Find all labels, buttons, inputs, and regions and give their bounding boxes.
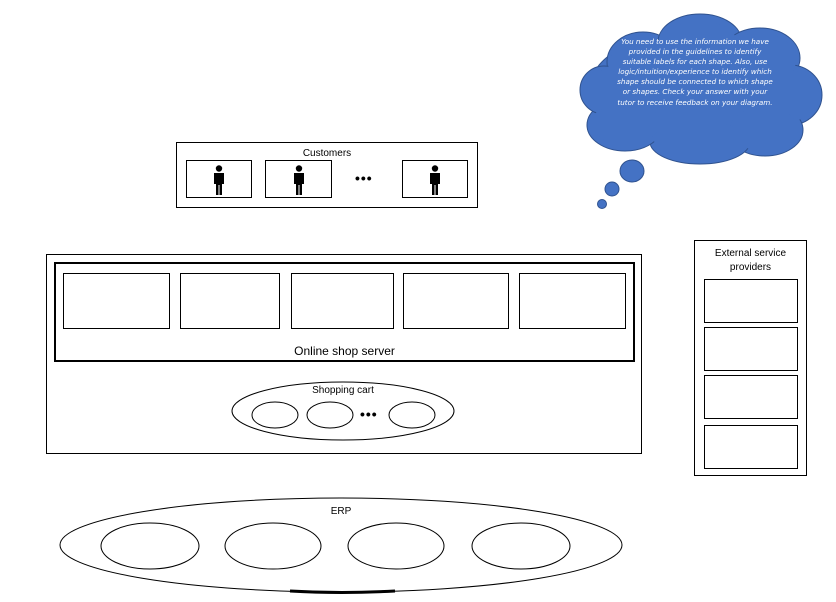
cart-ellipsis: •••	[360, 406, 378, 422]
customer-slot	[402, 160, 468, 198]
customers-ellipsis: •••	[355, 170, 373, 186]
external-providers-label-line2: providers	[729, 262, 772, 273]
shopping-cart-label: Shopping cart	[312, 385, 374, 396]
external-provider-slot	[704, 279, 798, 323]
person-icon	[430, 165, 440, 195]
erp-label: ERP	[330, 506, 352, 517]
person-icon	[214, 165, 224, 195]
server-slot	[291, 273, 394, 329]
online-shop-server-label: Online shop server	[294, 344, 395, 358]
cloud-instruction-text: You need to use the information we have …	[617, 37, 773, 107]
server-slot	[403, 273, 509, 329]
person-icon	[293, 165, 304, 195]
customers-label: Customers	[302, 148, 352, 159]
server-slot	[63, 273, 170, 329]
external-provider-slot	[704, 327, 798, 371]
server-slot	[180, 273, 280, 329]
external-providers-label-line1: External service	[714, 248, 787, 259]
external-provider-slot	[704, 425, 798, 469]
customer-slot	[186, 160, 252, 198]
external-provider-slot	[704, 375, 798, 419]
online-shop-server-box	[54, 262, 635, 362]
customer-slot	[265, 160, 332, 198]
server-slot	[519, 273, 626, 329]
